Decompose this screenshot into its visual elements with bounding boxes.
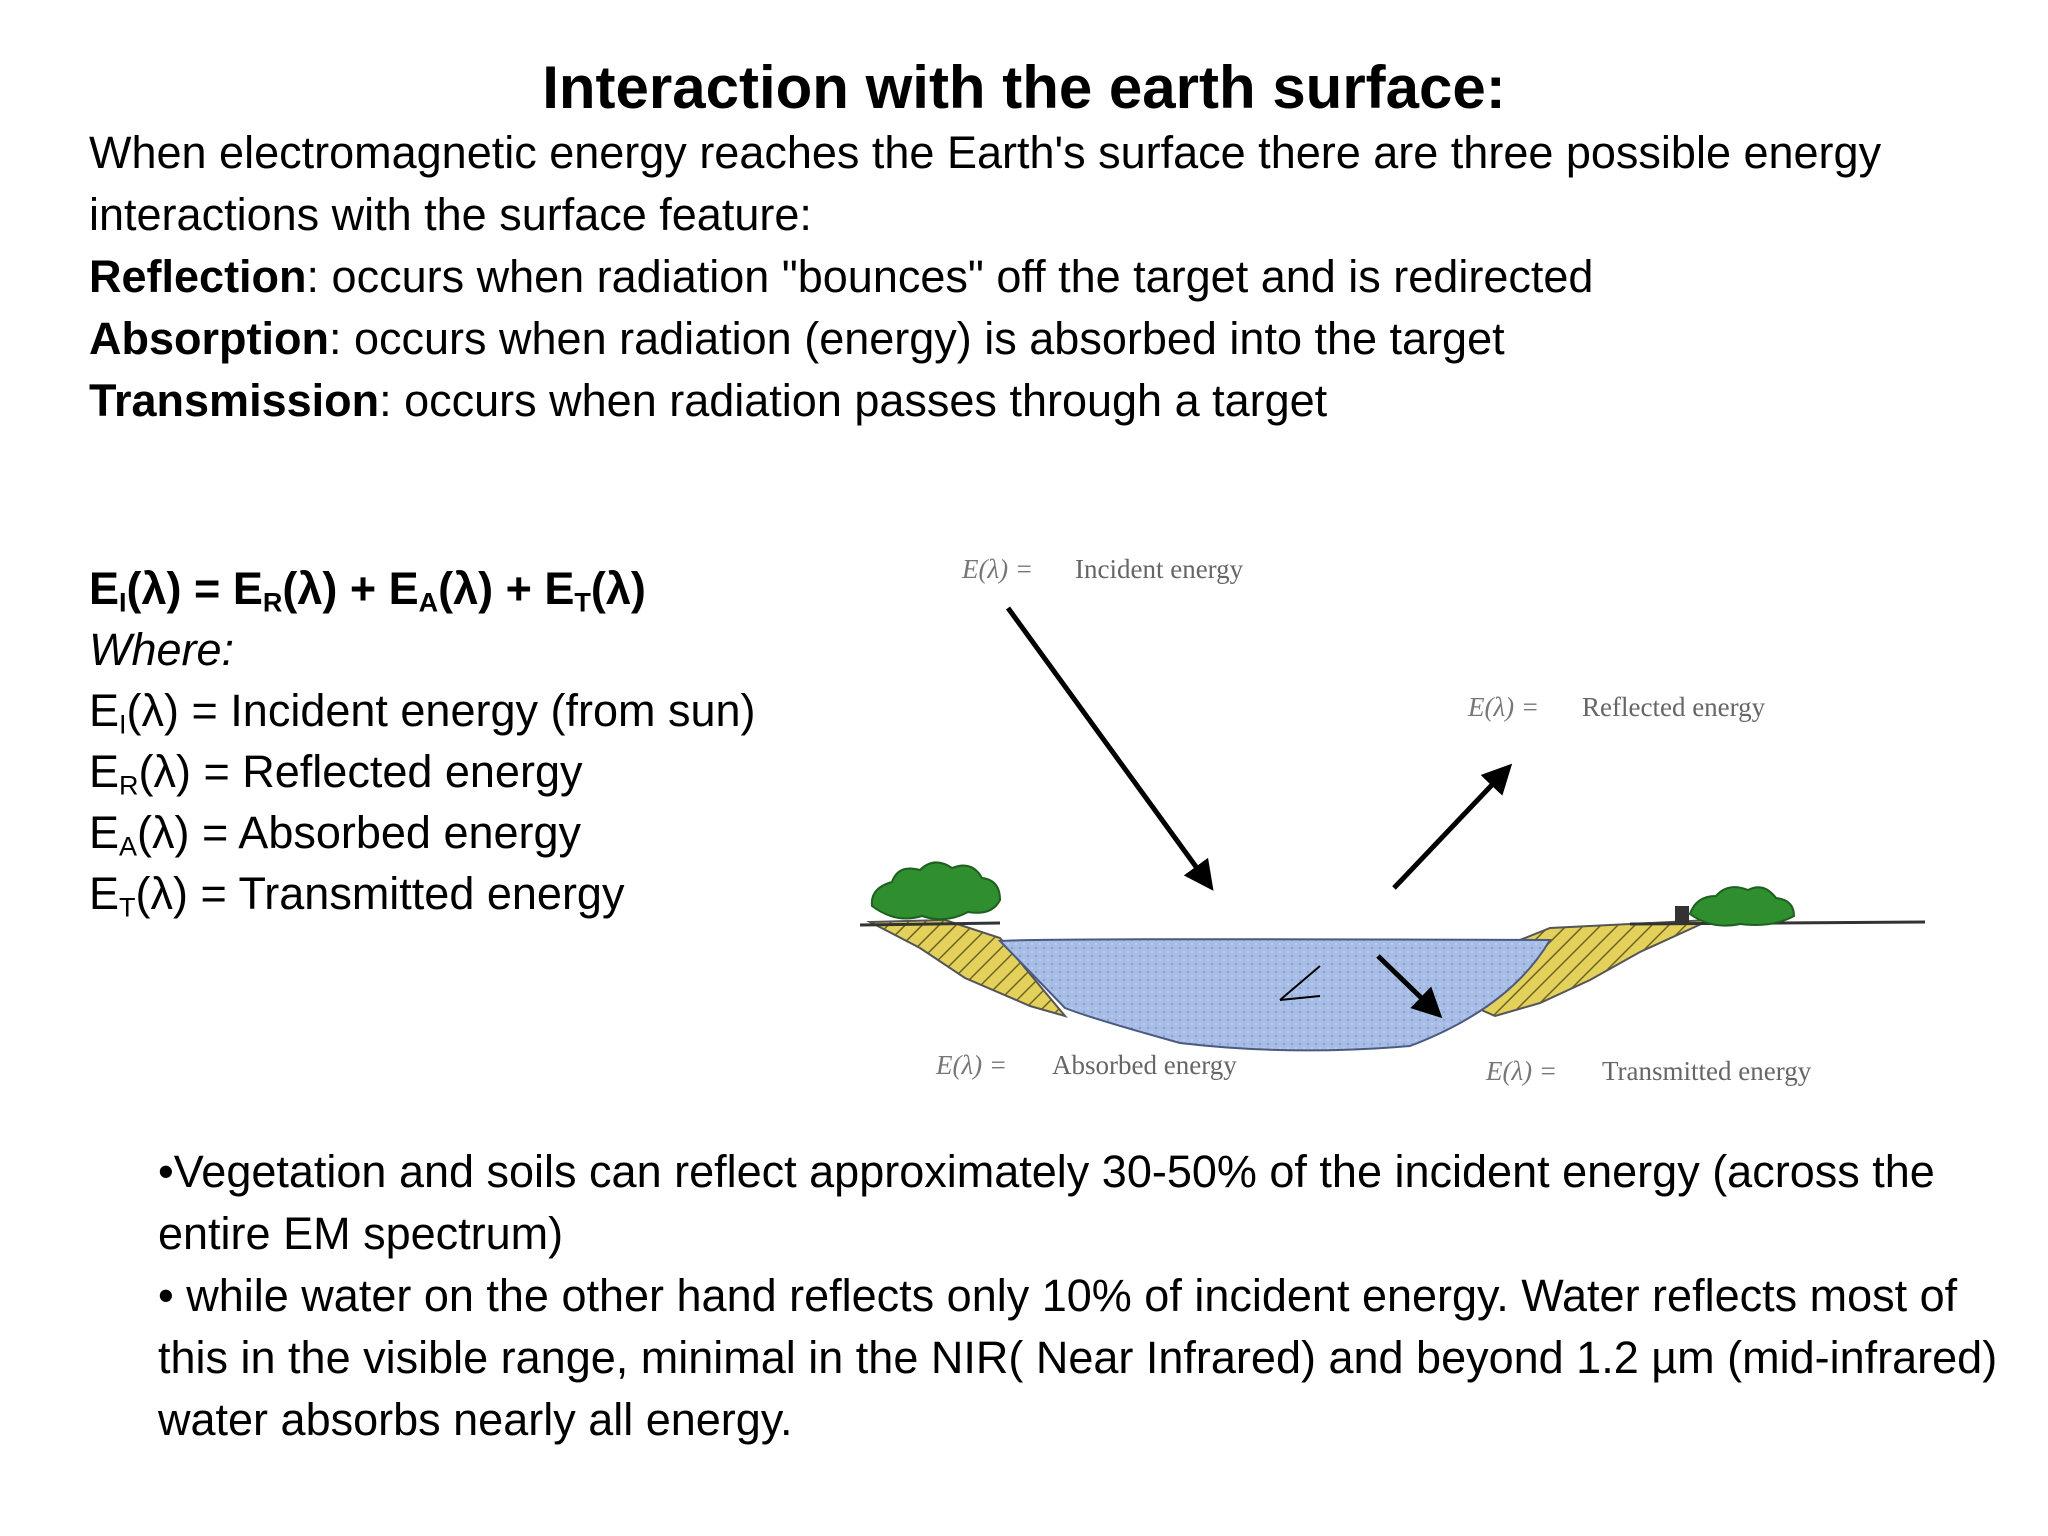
bullet-list: •Vegetation and soils can reflect approx…	[158, 1141, 2018, 1451]
intro-section: When electromagnetic energy reaches the …	[89, 122, 1989, 432]
ground-line	[859, 921, 1001, 927]
term-symbol: E	[89, 807, 120, 858]
term-text: (λ) = Absorbed energy	[137, 807, 582, 858]
vegetation-left	[870, 861, 1002, 921]
eq-subscript: A	[418, 587, 439, 618]
energy-balance-equations: EI(λ) = ER(λ) + EA(λ) + ET(λ) Where: EI(…	[89, 558, 869, 924]
incident-symbol: E(λ) =	[961, 554, 1033, 584]
eq-part: (λ)	[590, 563, 646, 614]
energy-interaction-diagram: E(λ) = Incident energy E(λ) = Reflected …	[850, 538, 1940, 1098]
absorbed-energy-label: Absorbed energy	[1052, 1050, 1237, 1080]
definition-term: Absorption	[89, 313, 329, 364]
diagram-svg: E(λ) = Incident energy E(λ) = Reflected …	[859, 554, 1926, 1086]
term-subscript: T	[119, 892, 136, 923]
slide-title: Interaction with the earth surface:	[542, 54, 1506, 121]
eq-part: (λ) + E	[282, 563, 419, 614]
eq-part: (λ) = E	[126, 563, 263, 614]
eq-subscript: T	[574, 587, 591, 618]
eq-part: (λ) + E	[438, 563, 575, 614]
incident-energy-label: Incident energy	[1075, 554, 1244, 584]
absorbed-marker	[1279, 965, 1321, 1001]
eq-subscript: I	[119, 587, 127, 618]
definition-text: : occurs when radiation passes through a…	[379, 375, 1328, 426]
reflected-symbol: E(λ) =	[1467, 692, 1539, 722]
term-subscript: A	[119, 831, 138, 862]
bullet-vegetation-soils: •Vegetation and soils can reflect approx…	[158, 1146, 1935, 1259]
term-subscript: R	[119, 770, 139, 801]
term-reflected: ER(λ) = Reflected energy	[89, 741, 869, 802]
transmitted-symbol: E(λ) =	[1485, 1056, 1557, 1086]
absorbed-symbol: E(λ) =	[935, 1050, 1007, 1080]
definition-term: Transmission	[89, 375, 380, 426]
intro-paragraph: When electromagnetic energy reaches the …	[89, 127, 1882, 240]
eq-subscript: R	[262, 587, 283, 618]
energy-balance-equation: EI(λ) = ER(λ) + EA(λ) + ET(λ)	[89, 558, 869, 619]
incident-arrow	[1005, 606, 1214, 891]
definition-text: : occurs when radiation (energy) is abso…	[328, 313, 1505, 364]
term-symbol: E	[89, 746, 120, 797]
term-subscript: I	[119, 709, 127, 740]
term-symbol: E	[89, 685, 120, 736]
term-symbol: E	[89, 868, 120, 919]
bullet-water: • while water on the other hand reflects…	[158, 1270, 1998, 1445]
term-text: (λ) = Transmitted energy	[135, 868, 625, 919]
term-absorbed: EA(λ) = Absorbed energy	[89, 802, 869, 863]
definition-absorption: Absorption: occurs when radiation (energ…	[89, 308, 1989, 370]
definition-text: : occurs when radiation "bounces" off th…	[306, 251, 1594, 302]
water-body	[997, 938, 1552, 1052]
definition-reflection: Reflection: occurs when radiation "bounc…	[89, 246, 1989, 308]
transmitted-energy-label: Transmitted energy	[1602, 1056, 1812, 1086]
vegetation-right	[1675, 886, 1796, 927]
term-text: (λ) = Incident energy (from sun)	[126, 685, 756, 736]
reflected-arrow	[1392, 763, 1513, 890]
definition-transmission: Transmission: occurs when radiation pass…	[89, 370, 1989, 432]
transmitted-arrow	[1376, 954, 1443, 1019]
reflected-energy-label: Reflected energy	[1582, 692, 1766, 722]
term-text: (λ) = Reflected energy	[138, 746, 583, 797]
where-label: Where:	[89, 624, 235, 675]
definition-term: Reflection	[89, 251, 307, 302]
eq-part: E	[89, 563, 120, 614]
term-transmitted: ET(λ) = Transmitted energy	[89, 863, 869, 924]
term-incident: EI(λ) = Incident energy (from sun)	[89, 680, 869, 741]
